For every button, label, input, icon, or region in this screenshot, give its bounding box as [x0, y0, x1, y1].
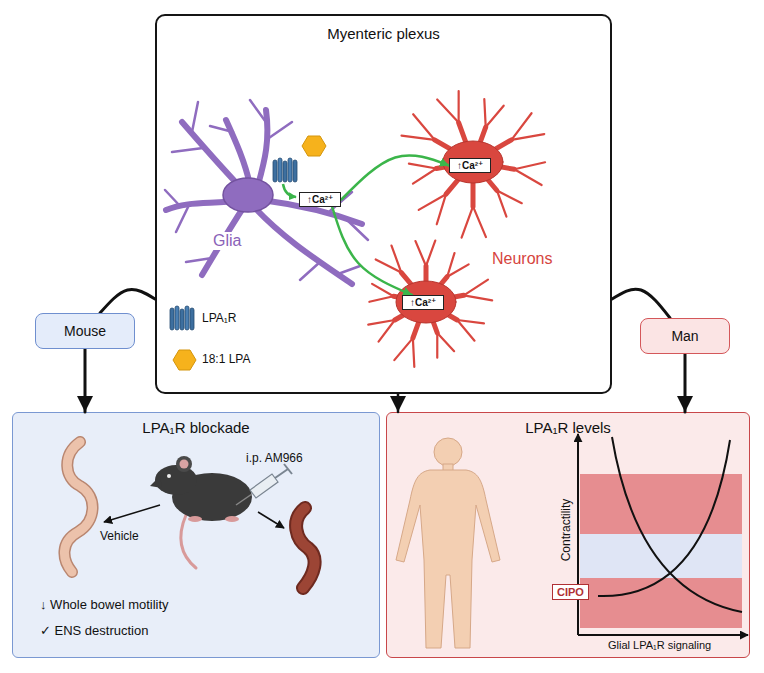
- node-text: Man: [671, 328, 698, 344]
- cell-label: Glia: [213, 232, 241, 250]
- legend-swatch: [173, 350, 196, 370]
- node-text: Myenteric plexus: [327, 25, 440, 42]
- panel-box: LPA₁R blockade: [12, 412, 380, 658]
- legend-text: 18:1 LPA: [202, 352, 250, 366]
- calcium-label-box: ↑Ca²⁺: [449, 158, 491, 173]
- node-text: ↑Ca²⁺: [307, 194, 333, 205]
- legend-item: 18:1 LPA: [202, 352, 250, 366]
- legend-item: LPA₁R: [202, 311, 237, 325]
- node-text: LPA₁R blockade: [142, 419, 249, 436]
- legend-text: LPA₁R: [202, 311, 237, 325]
- node-text: LPA₁R levels: [525, 419, 611, 436]
- legend-swatch-holder: [172, 348, 198, 372]
- treatment-label: i.p. AM966: [246, 452, 303, 466]
- outcome-text: ↓ Whole bowel motility: [40, 598, 169, 613]
- axis-label: Contractility: [560, 499, 574, 562]
- connector-arrow: [100, 289, 155, 313]
- axis-label: Glial LPA₁R signaling: [608, 639, 711, 652]
- treatment-label: Vehicle: [100, 530, 139, 544]
- condition-tag: CIPO: [552, 584, 589, 600]
- node-text: ↑Ca²⁺: [457, 160, 483, 171]
- connector-arrow: [612, 289, 670, 318]
- cell-label: Neurons: [492, 250, 552, 268]
- species-tag: Mouse: [35, 313, 135, 349]
- panel-box: Myenteric plexus ↑Ca²⁺ ↑Ca²⁺ ↑Ca²⁺: [155, 14, 612, 394]
- connector-arrow: [397, 394, 400, 412]
- node-text: Mouse: [64, 323, 106, 339]
- node-text: ↑Ca²⁺: [410, 297, 436, 308]
- outcome-text: ✓ ENS destruction: [40, 624, 148, 639]
- species-tag: Man: [640, 318, 730, 354]
- calcium-label-box: ↑Ca²⁺: [402, 295, 444, 310]
- calcium-label-box: ↑Ca²⁺: [299, 192, 341, 207]
- connector-arrow: [84, 349, 87, 412]
- connector-arrow: [684, 354, 687, 412]
- node-text: CIPO: [557, 586, 584, 598]
